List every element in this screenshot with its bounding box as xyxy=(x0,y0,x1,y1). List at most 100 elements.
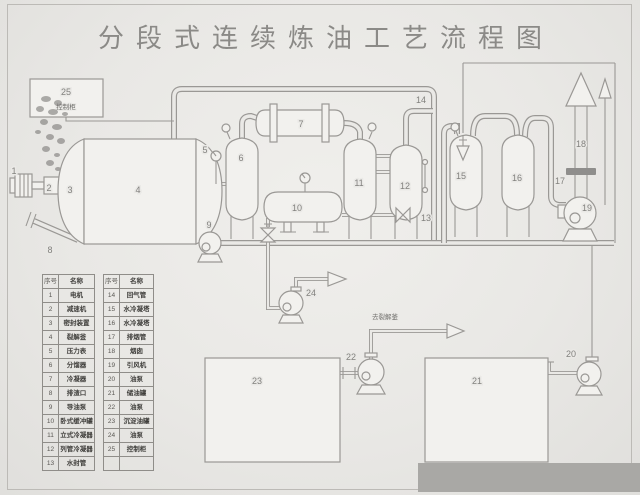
gauge-tank11 xyxy=(367,122,377,140)
legend-row: 1 电机 xyxy=(42,288,95,303)
legend-item-name: 油泵 xyxy=(119,372,154,387)
legend-item-no: 14 xyxy=(103,288,120,303)
pump-20 xyxy=(574,356,604,396)
gauge-tank6 xyxy=(221,123,231,140)
equip-label-23: 23 xyxy=(252,376,262,386)
panel-feed-line xyxy=(65,117,174,122)
legend-item-name: 列管冷凝器 xyxy=(58,442,95,457)
legend-item-no: 24 xyxy=(103,428,120,443)
legend-item-no xyxy=(103,456,120,471)
pipe-condenser-to-tank11 xyxy=(343,120,363,141)
cooling-water-line xyxy=(462,62,616,243)
legend-item-name: 密封装置 xyxy=(58,316,95,331)
equip-label-11: 11 xyxy=(354,178,363,188)
legend-row: 19 引风机 xyxy=(103,358,154,373)
motor-and-gearbox xyxy=(9,173,63,198)
legend-row: 11 立式冷凝器 xyxy=(42,428,95,443)
gas-loop-14 xyxy=(171,86,437,243)
equip-label-14: 14 xyxy=(416,95,426,105)
equip-label-24: 24 xyxy=(306,288,316,298)
legend-row: 22 油泵 xyxy=(103,400,154,415)
pipe-15-to-16 xyxy=(470,113,520,137)
legend-row: 18 烟囱 xyxy=(103,344,154,359)
equip-label-13: 13 xyxy=(421,213,431,223)
fan-19 xyxy=(557,196,598,242)
equip-label-16: 16 xyxy=(512,173,522,183)
equip-label-2: 2 xyxy=(46,183,51,193)
equip-label-5: 5 xyxy=(202,145,207,155)
vent-line xyxy=(598,77,612,205)
gauge-tank10 xyxy=(299,172,311,192)
legend-table-left: 序号 名称 1 电机 2 减速机 3 密封装置 xyxy=(42,274,95,471)
equip-label-17: 17 xyxy=(555,176,565,186)
equip-label-6: 6 xyxy=(238,153,243,163)
legend-row: 14 回气管 xyxy=(103,288,154,303)
legend-row: 20 油泵 xyxy=(103,372,154,387)
pipe-separator-to-condenser xyxy=(239,112,261,139)
legend-item-name: 导油泵 xyxy=(58,400,95,415)
legend-item-name: 油泵 xyxy=(119,428,154,443)
condenser-11 xyxy=(343,138,377,239)
legend-row: 15 水冷凝塔 xyxy=(103,302,154,317)
legend-item-name: 排渣口 xyxy=(58,386,95,401)
buffer-tank-10 xyxy=(263,191,343,233)
pressure-gauge-5 xyxy=(210,150,222,184)
legend-item-name: 冷凝器 xyxy=(58,372,95,387)
legend-item-no: 11 xyxy=(42,428,59,443)
tank23-outlet-stub xyxy=(339,367,360,379)
legend-row: 16 水冷凝塔 xyxy=(103,316,154,331)
legend-item-name: 控制柜 xyxy=(119,442,154,457)
legend-item-name: 引风机 xyxy=(119,358,154,373)
equip-label-12: 12 xyxy=(400,181,410,191)
condenser-12 xyxy=(389,144,429,239)
legend-item-no: 18 xyxy=(103,344,120,359)
equip-label-9: 9 xyxy=(206,220,211,230)
legend-item-name: 水冷凝塔 xyxy=(119,302,154,317)
legend-row: 17 排烟管 xyxy=(103,330,154,345)
legend-item-no: 4 xyxy=(42,330,59,345)
legend-row: 2 减速机 xyxy=(42,302,95,317)
oil-pump-9 xyxy=(197,231,223,263)
legend-row: 25 控制柜 xyxy=(103,442,154,457)
pump-22 xyxy=(355,352,387,395)
legend-item-no: 9 xyxy=(42,400,59,415)
pump-24 xyxy=(278,286,304,324)
legend-item-no: 17 xyxy=(103,330,120,345)
equip-label-8: 8 xyxy=(47,245,52,255)
legend-row: 10 卧式缓冲罐 xyxy=(42,414,95,429)
storage-tank-21 xyxy=(424,357,549,463)
legend-item-name: 沉淀油罐 xyxy=(119,414,154,429)
equip-label-7: 7 xyxy=(298,119,303,129)
legend-item-no: 25 xyxy=(103,442,120,457)
equip-label-19: 19 xyxy=(582,203,592,213)
equip-label-10: 10 xyxy=(292,203,302,213)
legend-item-no: 7 xyxy=(42,372,59,387)
equip-label-1: 1 xyxy=(11,166,16,176)
pipe-tank12-to-loop xyxy=(403,108,433,146)
tank12-drain-valve xyxy=(395,206,411,224)
equip-label-20: 20 xyxy=(566,349,576,359)
legend-item-name: 烟囱 xyxy=(119,344,154,359)
legend-table-right: 序号 名称 14 回气管 15 水冷凝塔 16 水冷凝塔 xyxy=(103,274,154,471)
legend-item-name: 水冷凝塔 xyxy=(119,316,154,331)
cracking-kettle xyxy=(57,138,223,245)
legend-item-name: 回气管 xyxy=(119,288,154,303)
equip-label-4: 4 xyxy=(135,185,140,195)
legend-item-no: 2 xyxy=(42,302,59,317)
gauge-tank15 xyxy=(450,122,460,137)
legend-right-body: 14 回气管 15 水冷凝塔 16 水冷凝塔 17 排烟管 xyxy=(103,288,154,471)
control-panel-caption: 控制柜 xyxy=(56,102,76,111)
condenser-7 xyxy=(255,103,345,143)
equip-label-25: 25 xyxy=(61,87,71,97)
legend-item-no: 8 xyxy=(42,386,59,401)
pump22-flow-arrow xyxy=(446,323,466,339)
legend-item-name: 排烟管 xyxy=(119,330,154,345)
legend-item-name: 压力表 xyxy=(58,344,95,359)
equip-label-21: 21 xyxy=(472,376,482,386)
buffer-drain-valve xyxy=(259,223,277,243)
legend-no-header: 序号 xyxy=(103,274,120,289)
legend-row: 4 裂解釜 xyxy=(42,330,95,345)
legend-left-body: 1 电机 2 减速机 3 密封装置 4 裂解釜 xyxy=(42,288,95,471)
legend-item-name: 减速机 xyxy=(58,302,95,317)
legend-row: 5 压力表 xyxy=(42,344,95,359)
